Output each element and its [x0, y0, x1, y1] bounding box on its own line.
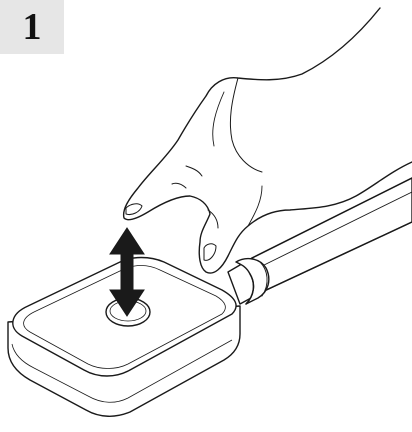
press-button-illustration	[0, 0, 412, 432]
